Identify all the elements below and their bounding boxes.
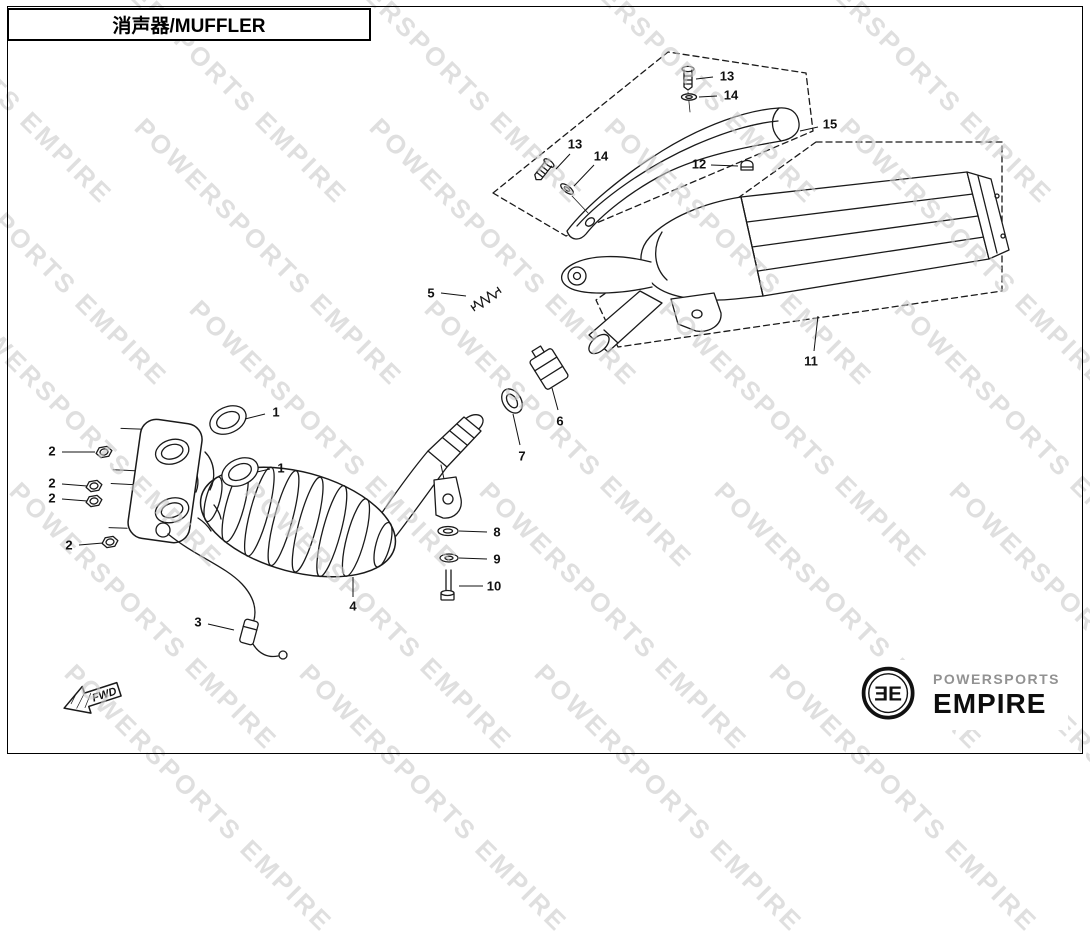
port-gasket-ring-1b xyxy=(221,457,259,487)
part-callout-3: 3 xyxy=(194,614,202,630)
exploded-axis-line xyxy=(571,195,589,214)
fwd-arrow: FWD xyxy=(63,681,122,714)
washer-icon-top xyxy=(680,93,698,101)
brand-name-top: POWERSPORTS xyxy=(933,671,1060,688)
pipe-gasket-drawing xyxy=(501,388,523,414)
washer-bolt-stack-drawing xyxy=(437,525,459,601)
port-gasket-ring-1a xyxy=(209,405,247,435)
part-callout-1: 1 xyxy=(272,404,280,420)
part-callout-8: 8 xyxy=(493,524,501,540)
cap-nut-icon xyxy=(740,159,754,171)
catalytic-converter-drawing xyxy=(199,466,397,578)
inlet-coupler-drawing xyxy=(529,345,569,390)
part-callout-4: 4 xyxy=(349,598,357,614)
brand-monogram: ƎE xyxy=(874,683,902,706)
muffler-body-drawing xyxy=(560,171,1010,355)
part-callout-2: 2 xyxy=(65,537,73,553)
part-callout-10: 10 xyxy=(486,578,502,594)
oxygen-sensor-drawing xyxy=(155,522,288,660)
part-callout-13: 13 xyxy=(567,136,583,152)
part-callout-5: 5 xyxy=(427,285,435,301)
diagram-artwork: FWD xyxy=(63,51,1010,714)
part-callout-1: 1 xyxy=(277,460,285,476)
part-callout-13: 13 xyxy=(719,68,735,84)
mount-bracket-drawing xyxy=(433,464,462,519)
part-callout-2: 2 xyxy=(48,443,56,459)
brand-name-bottom: EMPIRE xyxy=(933,688,1047,720)
part-callout-11: 11 xyxy=(804,353,818,369)
part-callout-7: 7 xyxy=(518,448,526,464)
brand-logo: ƎE POWERSPORTS EMPIRE xyxy=(849,660,1068,730)
dashed-region-heat-shield xyxy=(492,51,814,237)
page-title-text: 消声器/MUFFLER xyxy=(112,16,266,37)
part-callout-9: 9 xyxy=(493,551,501,567)
part-callout-2: 2 xyxy=(48,490,56,506)
part-callout-6: 6 xyxy=(556,413,564,429)
brand-logo-text: POWERSPORTS EMPIRE xyxy=(933,671,1060,718)
page-title: 消声器/MUFFLER xyxy=(7,8,371,41)
part-callout-12: 12 xyxy=(691,156,707,172)
part-callout-14: 14 xyxy=(593,148,609,164)
part-callout-15: 15 xyxy=(822,116,838,132)
front-pipe-drawing xyxy=(108,405,484,578)
spring-drawing xyxy=(470,286,502,312)
part-callout-14: 14 xyxy=(723,87,739,103)
flange-drawing xyxy=(108,418,203,544)
heat-shield-drawing xyxy=(566,107,800,240)
part-callout-2: 2 xyxy=(48,475,56,491)
brand-logo-icon: ƎE xyxy=(861,666,915,720)
flange-nuts-drawing xyxy=(85,445,119,549)
bolt-icon-mid xyxy=(534,158,555,181)
washer-icon-mid xyxy=(560,183,574,195)
callout-lines xyxy=(61,76,819,631)
